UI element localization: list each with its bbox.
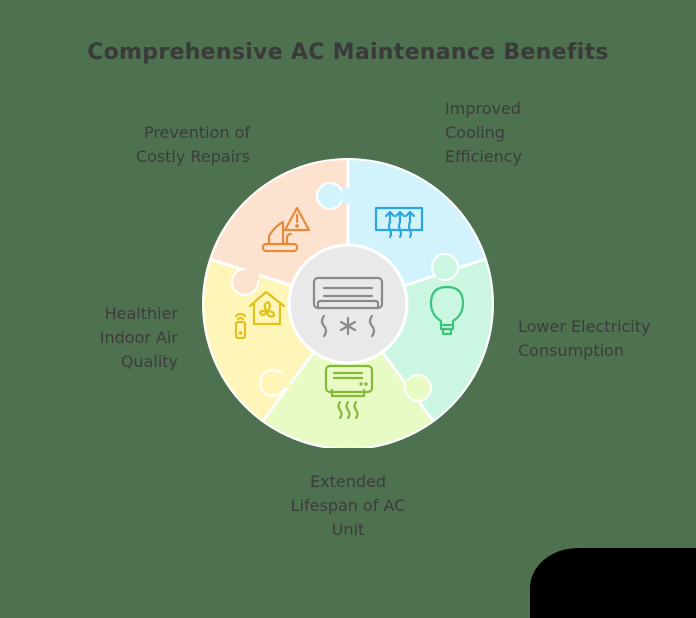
warning-repair-icon (261, 206, 311, 253)
puzzle-wheel (202, 158, 494, 448)
label-line: Costly Repairs (135, 147, 250, 166)
label-cooling: Improved Cooling Efficiency (445, 97, 585, 169)
ac-unit-airflow-icon (324, 364, 374, 420)
label-line: Improved (445, 99, 521, 118)
air-conditioner-snowflake-icon (312, 276, 384, 338)
label-line: Extended (310, 472, 386, 491)
segment-lifespan (263, 304, 433, 448)
label-line: Cooling (445, 123, 505, 142)
label-line: Consumption (518, 341, 624, 360)
label-line: Indoor Air (99, 328, 178, 347)
corner-shape (530, 548, 696, 618)
label-line: Efficiency (445, 147, 523, 166)
airflow-vent-icon (374, 206, 424, 239)
label-lifespan: Extended Lifespan of AC Unit (250, 470, 446, 542)
lightbulb-icon (429, 285, 465, 336)
label-line: Quality (120, 352, 178, 371)
label-line: Prevention of (143, 123, 250, 142)
label-prevention: Prevention of Costly Repairs (80, 121, 250, 169)
diagram-title: Comprehensive AC Maintenance Benefits (87, 40, 609, 65)
label-line: Unit (331, 520, 365, 539)
label-electricity: Lower Electricity Consumption (518, 315, 696, 363)
label-line: Lower Electricity (518, 317, 651, 336)
center-circle (287, 243, 409, 365)
smart-home-fan-icon (234, 290, 286, 340)
label-line: Lifespan of AC (290, 496, 406, 515)
label-air-quality: Healthier Indoor Air Quality (40, 302, 178, 374)
label-line: Healthier (104, 304, 178, 323)
